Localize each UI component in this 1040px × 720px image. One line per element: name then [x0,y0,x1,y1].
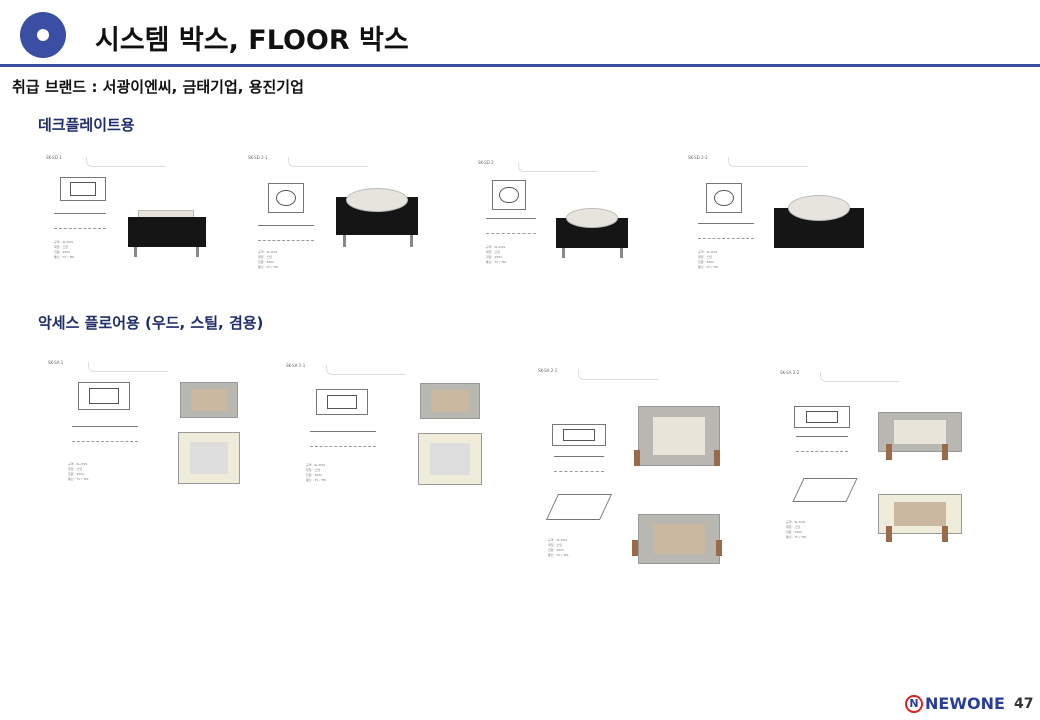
product-photo [418,433,482,485]
plan-drawing [706,183,742,213]
product-card: SK-SD 1 규격 : SL-DSS 재질 : 스틸 전원 : 250V 통신… [46,155,216,275]
plan-drawing [794,406,850,428]
newone-logo: N NEWONE [905,694,1005,713]
product-photo [566,208,618,228]
section-title-deck: 데크플레이트용 [38,116,135,134]
product-model: SK-SD 2 [478,160,494,165]
product-card: SK-SD 2-1 규격 : SL-DSS 재질 : 스틸 전원 : 250V … [248,155,438,275]
product-photo [878,494,962,534]
product-photo [420,383,480,419]
product-photo [346,188,408,212]
product-card: SK-SD 2 규격 : SL-DSS 재질 : 스틸 전원 : 250V 통신… [478,160,648,280]
page-title: 시스템 박스, FLOOR 박스 [95,25,409,56]
product-card: SK-SD 2-2 규격 : SL-DSS 재질 : 스틸 전원 : 250V … [688,155,878,275]
plan-drawing [268,183,304,213]
product-card: SK-SA 1-1 규격 : SL-DSS 재질 : 스틸 전원 : 250V … [286,363,506,503]
product-photo [638,514,720,564]
product-model: SK-SA 1 [48,360,64,365]
product-model: SK-SA 1-1 [286,363,306,368]
header-bullet-icon [20,12,66,58]
logo-n-icon: N [905,694,923,713]
product-card: SK-SA 2-1 규격 : SL-DSS 재질 : 스틸 전원 : 250V … [538,368,738,578]
logo-text: NEWONE [925,694,1005,713]
product-photo [878,412,962,452]
plan-drawing [316,389,368,415]
product-model: SK-SA 2-1 [538,368,558,373]
product-model: SK-SD 2-2 [688,155,708,160]
product-model: SK-SA 2-2 [780,370,800,375]
plan-drawing [552,424,606,446]
product-model: SK-SD 2-1 [248,155,268,160]
header-divider [0,64,1040,67]
product-card: SK-SA 2-2 규격 : SL-DSS 재질 : 스틸 전원 : 250V … [780,370,980,550]
product-photo [180,382,238,418]
plan-drawing [78,382,130,410]
plan-drawing [60,177,106,201]
brand-list: 취급 브랜드 : 서광이엔씨, 금태기업, 용진기업 [12,78,304,96]
page-number: 47 [1014,696,1034,712]
plan-drawing [492,180,526,210]
product-model: SK-SD 1 [46,155,62,160]
frame-drawing [545,494,613,520]
section-title-access-floor: 악세스 플로어용 (우드, 스틸, 겸용) [38,314,264,332]
frame-drawing [792,478,858,502]
product-photo [638,406,720,466]
product-card: SK-SA 1 규격 : SL-DSS 재질 : 스틸 전원 : 250V 통신… [48,360,258,500]
product-photo [178,432,240,484]
product-photo [788,195,850,221]
